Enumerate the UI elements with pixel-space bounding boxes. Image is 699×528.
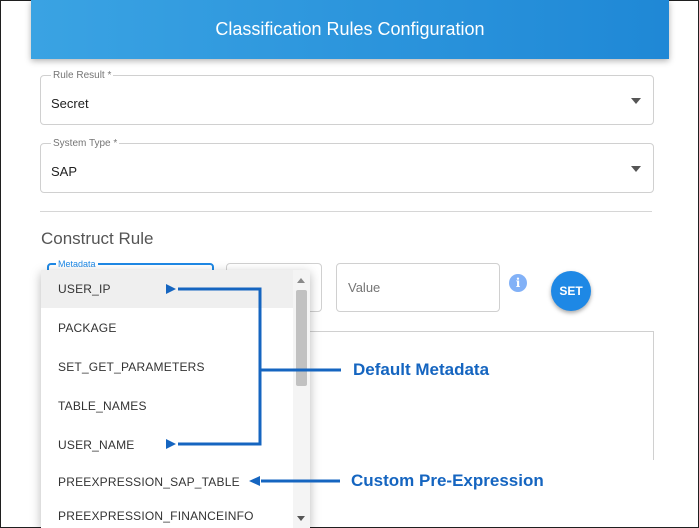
system-type-select[interactable]: System Type * SAP: [40, 138, 654, 193]
scrollbar-thumb[interactable]: [296, 290, 307, 386]
chevron-down-icon[interactable]: [631, 98, 641, 104]
section-divider: [40, 211, 652, 212]
value-field-container[interactable]: [336, 263, 500, 312]
dropdown-item-table-names[interactable]: TABLE_NAMES: [58, 399, 147, 413]
chevron-down-icon[interactable]: [631, 166, 641, 172]
dropdown-scrollbar[interactable]: [293, 270, 310, 528]
default-metadata-annotation: Default Metadata: [353, 360, 490, 379]
system-type-value: SAP: [51, 164, 78, 179]
system-type-label: System Type *: [51, 138, 120, 149]
info-icon[interactable]: i: [509, 274, 527, 292]
scroll-up-arrow-icon[interactable]: [297, 278, 305, 283]
rule-result-value: Secret: [51, 96, 89, 111]
scroll-down-arrow-icon[interactable]: [297, 516, 305, 521]
dropdown-item-set-get-parameters[interactable]: SET_GET_PARAMETERS: [58, 360, 205, 374]
metadata-dropdown-list[interactable]: USER_IP PACKAGE SET_GET_PARAMETERS TABLE…: [41, 270, 310, 528]
value-input[interactable]: [346, 279, 490, 296]
rule-expression-area[interactable]: [300, 331, 654, 460]
construct-rule-title: Construct Rule: [41, 229, 154, 248]
dropdown-item-preexpression-financeinfo[interactable]: PREEXPRESSION_FINANCEINFO: [58, 509, 254, 523]
rule-result-select[interactable]: Rule Result * Secret: [40, 70, 654, 125]
page-title: Classification Rules Configuration: [215, 19, 485, 39]
dropdown-item-preexpression-sap-table[interactable]: PREEXPRESSION_SAP_TABLE: [58, 475, 240, 489]
dropdown-item-user-name[interactable]: USER_NAME: [58, 438, 135, 452]
rule-result-label: Rule Result *: [51, 70, 114, 81]
set-button[interactable]: SET: [551, 271, 591, 311]
metadata-label: Metadata: [56, 259, 98, 269]
dropdown-item-user-ip[interactable]: USER_IP: [41, 270, 295, 308]
page-header: Classification Rules Configuration: [31, 0, 669, 59]
custom-pre-expression-annotation: Custom Pre-Expression: [351, 471, 544, 490]
dropdown-item-package[interactable]: PACKAGE: [58, 321, 117, 335]
